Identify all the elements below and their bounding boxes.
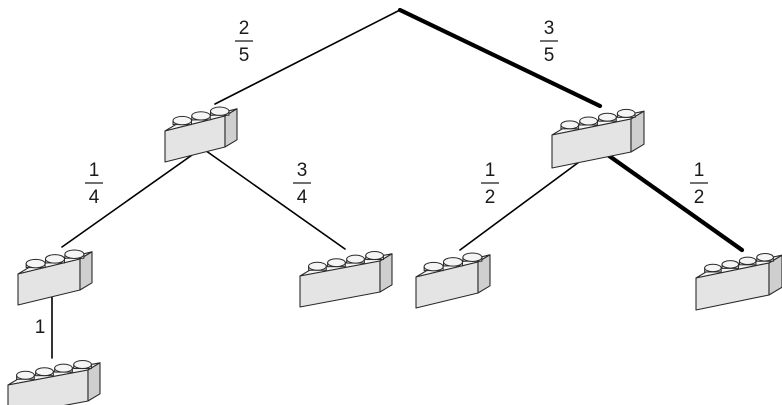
prob-root-right-denominator: 5 [544,45,555,66]
brick-stud-top [16,370,35,380]
brick-stud-top [598,112,617,122]
brick-side-face [79,251,93,291]
tree-edges [51,7,745,359]
brick-stud-top [423,261,444,272]
brick-stud-top [756,253,774,262]
prob-right-rl-denominator: 2 [485,187,496,208]
brick-stud-top [616,108,636,118]
prob-root-left-denominator: 5 [239,45,250,66]
prob-left-ll: 1 4 [85,160,103,208]
brick-stud-top [64,249,85,259]
brick-stud-top [560,120,580,130]
brick-stud-top [443,257,463,267]
tree-nodes [7,106,782,405]
brick-icon [164,106,238,163]
prob-ll-leaf: 1 [35,317,46,338]
brick-stud-top [172,115,192,126]
brick-side-face [224,108,238,148]
edge-labels: 2 5 3 5 1 4 3 4 1 2 1 2 1 [35,18,708,338]
edge-left-ll [61,147,203,248]
prob-right-rr-numerator: 1 [694,160,705,181]
prob-left-lr-numerator: 3 [297,160,308,181]
edge-root-left [214,9,401,105]
brick-stud-top [346,254,365,264]
prob-left-ll-denominator: 4 [89,187,100,208]
brick-stud-top [579,116,598,126]
brick-stud-top [35,367,54,377]
prob-right-rr: 1 2 [690,160,708,208]
brick-stud-top [738,256,757,266]
brick-stud-top [308,261,327,271]
prob-left-lr-denominator: 4 [297,187,308,208]
brick-side-face [768,254,782,296]
prob-root-right: 3 5 [540,18,558,66]
edge-right-rl [459,147,599,251]
edge-right-rr [595,145,745,253]
brick-icon [299,251,393,308]
brick-side-face [87,362,101,402]
edge-root-right [397,7,603,109]
brick-stud-top [327,258,346,268]
brick-stud-top [191,111,211,121]
brick-stud-top [721,260,740,269]
prob-root-left-numerator: 2 [239,18,250,39]
brick-side-face [379,253,393,293]
edge-left-lr [201,147,346,250]
prob-right-rl-numerator: 1 [485,160,496,181]
brick-stud-top [704,263,722,273]
brick-icon [695,253,782,311]
brick-stud-top [210,106,230,116]
brick-icon [551,108,645,169]
prob-root-left: 2 5 [235,18,253,66]
prob-left-lr: 3 4 [293,160,311,208]
brick-stud-top [54,363,73,373]
brick-stud-top [365,251,384,261]
brick-stud-top [25,258,46,269]
brick-stud-top [45,254,65,264]
brick-side-face [630,110,645,153]
brick-side-face [477,254,491,294]
prob-root-right-numerator: 3 [544,18,555,39]
prob-left-ll-numerator: 1 [89,160,100,181]
brick-stud-top [462,252,483,262]
prob-right-rr-denominator: 2 [694,187,705,208]
brick-icon [415,252,491,309]
prob-right-rl: 1 2 [481,160,499,208]
brick-icon [17,249,93,306]
brick-icon [7,360,101,405]
brick-stud-top [73,360,92,370]
